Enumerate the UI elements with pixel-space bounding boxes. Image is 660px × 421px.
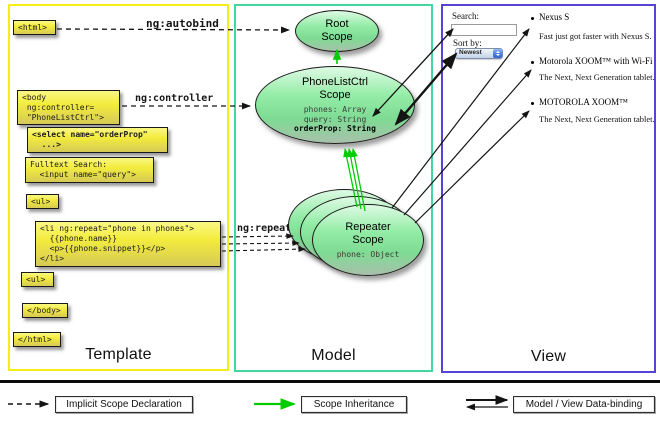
code-select-orderprop: <select name="orderProp" ...> <box>27 127 168 153</box>
sort-dropdown-value: Newest <box>459 49 482 57</box>
phonelistctrl-scope-ellipse: PhoneListCtrl Scope phones: Array query:… <box>255 66 415 144</box>
phone-item-desc: Fast just got faster with Nexus S. <box>539 31 652 41</box>
code-html-close: </html> <box>13 332 61 347</box>
repeater-scope-prop: phone: Object <box>336 249 400 259</box>
phone-item-name: Motorola XOOM™ with Wi-Fi <box>539 56 653 66</box>
ng-repeat-label: ng:repeat <box>237 223 292 234</box>
model-panel-title: Model <box>311 347 356 364</box>
repeater-scope-title: Repeater Scope <box>345 220 391 246</box>
sort-dropdown[interactable]: Newest <box>455 48 503 59</box>
model-panel: Model <box>234 4 433 372</box>
sort-by-label: Sort by: <box>453 38 482 48</box>
ng-autobind-label: ng:autobind <box>146 17 219 30</box>
code-ul-close: <ul> <box>21 272 54 287</box>
legend-data-binding: Model / View Data-binding <box>513 396 655 413</box>
repeater-scope-ellipse: Repeater Scope phone: Object <box>312 204 424 276</box>
root-scope-title: Root Scope <box>321 18 353 43</box>
ng-controller-label: ng:controller <box>135 93 214 104</box>
code-fulltext-search: Fulltext Search: <input name="query"> <box>25 157 154 183</box>
search-label: Search: <box>452 11 479 21</box>
phone-item-desc: The Next, Next Generation tablet. <box>539 114 655 124</box>
root-scope-ellipse: Root Scope <box>295 10 379 52</box>
phone-item-name: Nexus S <box>539 12 570 22</box>
phonelistctrl-scope-orderprop: orderProp: String <box>294 124 376 133</box>
legend-separator <box>0 380 660 383</box>
phonelistctrl-scope-title: PhoneListCtrl Scope <box>301 76 369 101</box>
phone-item-desc: The Next, Next Generation tablet. <box>539 72 655 82</box>
code-body-close: </body> <box>22 303 68 318</box>
bullet-icon <box>531 61 534 64</box>
code-li-repeat: <li ng:repeat="phone in phones"> {{phone… <box>35 221 221 267</box>
legend-scope-inheritance: Scope Inheritance <box>301 396 407 413</box>
code-html-open: <html> <box>13 20 56 35</box>
code-body-open: <body ng:controller= "PhoneListCtrl"> <box>17 90 120 125</box>
search-input[interactable] <box>451 24 517 36</box>
phonelistctrl-scope-props: phones: Array query: String <box>303 105 367 124</box>
bullet-icon <box>531 17 534 20</box>
phone-item-name: MOTOROLA XOOM™ <box>539 97 628 107</box>
legend-implicit-scope: Implicit Scope Declaration <box>55 396 193 413</box>
code-ul-open: <ul> <box>26 194 59 209</box>
bullet-icon <box>531 102 534 105</box>
view-panel-title: View <box>530 348 567 365</box>
template-panel-title: Template <box>85 346 152 363</box>
select-stepper-icon <box>493 49 502 58</box>
